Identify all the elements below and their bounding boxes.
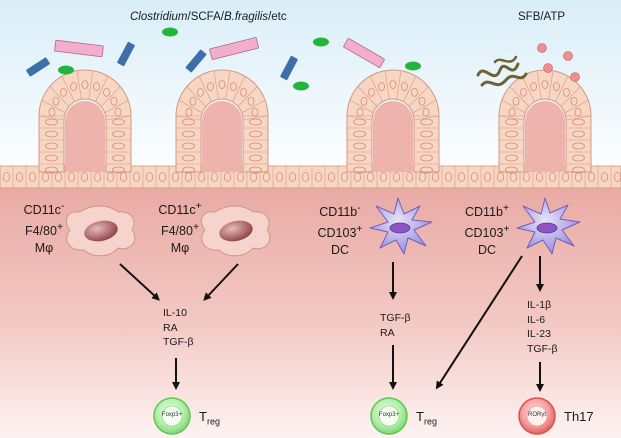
bacterium-green: [313, 37, 329, 47]
arrow: [203, 263, 239, 301]
macrophage-cell: [65, 205, 136, 257]
cytokines-middle: TGF-β RA: [380, 312, 411, 339]
atp-dot: [543, 63, 553, 73]
bacterium-green: [58, 65, 74, 75]
bacterium-rod-pink: [54, 39, 104, 58]
macrophage-cell: [200, 205, 271, 257]
treg-label: Treg: [416, 409, 437, 427]
arrow: [435, 255, 523, 390]
sfb-atp-label: SFB/ATP: [518, 11, 566, 23]
macrophage-1-label: CD11c- F4/80+ Mφ: [23, 201, 65, 256]
microbiota-label: Clostridium/SCFA/B.fragilis/etc: [130, 11, 287, 23]
cytokines-left: IL-10 RA TGF-β: [163, 307, 194, 348]
cytokines-right: IL-1β IL-6 IL-23 TGF-β: [527, 299, 558, 355]
foxp3-badge: Foxp3+: [161, 412, 183, 418]
sfb-filament: [476, 62, 520, 78]
sfb-filament: [493, 55, 518, 64]
atp-dot: [570, 72, 580, 82]
bacterium-green: [162, 27, 178, 37]
foxp3-badge: Foxp3+: [378, 412, 400, 418]
rorgt-badge: RORγt: [528, 412, 546, 418]
atp-dot: [537, 43, 547, 53]
treg-cell: [153, 397, 191, 435]
bacterium-rod-pink: [209, 37, 259, 60]
bacterium-rod-blue: [26, 57, 50, 77]
th17-cell: [518, 397, 556, 435]
treg-cell: [370, 397, 408, 435]
dc-1-label: CD11b- CD103+ DC: [317, 203, 363, 258]
macrophage-2-label: CD11c+ F4/80+ Mφ: [158, 201, 202, 256]
th17-label: Th17: [564, 409, 594, 424]
bacterium-rod-blue: [117, 41, 135, 67]
sfb-filament: [480, 72, 528, 87]
bacteria-group: [26, 27, 580, 91]
dendritic-cell: [369, 197, 433, 255]
bacterium-green: [405, 61, 421, 71]
bacterium-rod-pink: [343, 38, 385, 68]
epithelium: [0, 69, 621, 189]
dendritic-cell: [516, 197, 581, 255]
bacterium-rod-blue: [185, 49, 207, 73]
treg-label: Treg: [199, 409, 220, 427]
bacterium-rod-blue: [280, 55, 298, 81]
dc-2-label: CD11b+ CD103+ DC: [464, 203, 510, 258]
atp-dot: [563, 51, 573, 61]
arrows: [119, 255, 544, 392]
bacterium-green: [293, 81, 309, 91]
arrow: [119, 263, 160, 301]
